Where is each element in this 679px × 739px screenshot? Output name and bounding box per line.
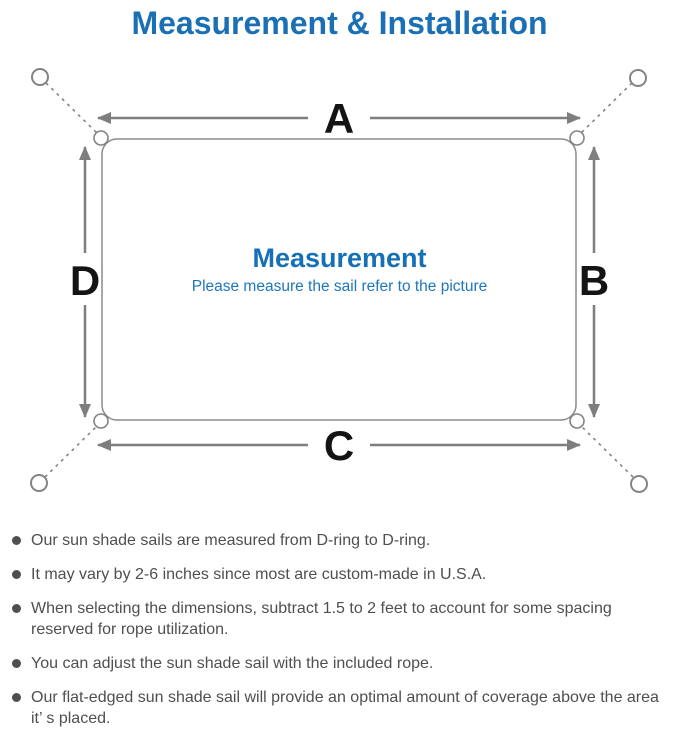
note-text: It may vary by 2-6 inches since most are… (31, 566, 487, 583)
d-ring-top-right (569, 130, 585, 146)
dimension-label-c: C (324, 422, 354, 469)
rope-line-top-left (45, 82, 99, 135)
rope-line-bottom-left (44, 425, 98, 478)
measurement-diagram: A B C D (0, 55, 679, 505)
bullet-dot-icon (12, 570, 21, 579)
bullet-dot-icon (12, 659, 21, 668)
list-item: You can adjust the sun shade sail with t… (10, 653, 671, 674)
diagram-center-text: Measurement Please measure the sail refe… (0, 243, 679, 297)
list-item: Our sun shade sails are measured from D-… (10, 530, 671, 551)
dimension-label-a: A (324, 95, 354, 142)
note-text: You can adjust the sun shade sail with t… (31, 655, 434, 672)
bullet-dot-icon (12, 536, 21, 545)
bullet-dot-icon (12, 604, 21, 613)
anchor-points (30, 68, 648, 493)
anchor-circle-bottom-right (630, 475, 648, 493)
anchor-circle-bottom-left (30, 474, 48, 492)
list-item: Our flat-edged sun shade sail will provi… (10, 687, 671, 729)
list-item: It may vary by 2-6 inches since most are… (10, 564, 671, 585)
rope-line-bottom-right (580, 425, 634, 478)
note-text: When selecting the dimensions, subtract … (31, 600, 612, 638)
d-ring-bottom-left (93, 413, 109, 429)
anchor-circle-top-left (31, 68, 49, 86)
sail-diagram-canvas: A B C D (30, 68, 648, 493)
d-rings (93, 130, 585, 429)
bullet-dot-icon (12, 693, 21, 702)
dimension-label-b: B (579, 257, 609, 304)
list-item: When selecting the dimensions, subtract … (10, 598, 671, 640)
anchor-circle-top-right (629, 69, 647, 87)
measurement-subheading: Please measure the sail refer to the pic… (191, 278, 488, 295)
rope-lines (44, 82, 634, 478)
note-text: Our flat-edged sun shade sail will provi… (31, 689, 659, 727)
rope-line-top-right (579, 82, 633, 135)
d-ring-top-left (93, 130, 109, 146)
d-ring-bottom-right (569, 413, 585, 429)
sail-rectangle (101, 138, 577, 421)
dimension-label-d: D (70, 257, 100, 304)
page-title: Measurement & Installation (131, 5, 548, 41)
notes-list: Our sun shade sails are measured from D-… (10, 530, 671, 739)
note-text: Our sun shade sails are measured from D-… (31, 532, 431, 549)
measurement-arrows (79, 112, 600, 451)
measurement-heading: Measurement (252, 243, 427, 273)
